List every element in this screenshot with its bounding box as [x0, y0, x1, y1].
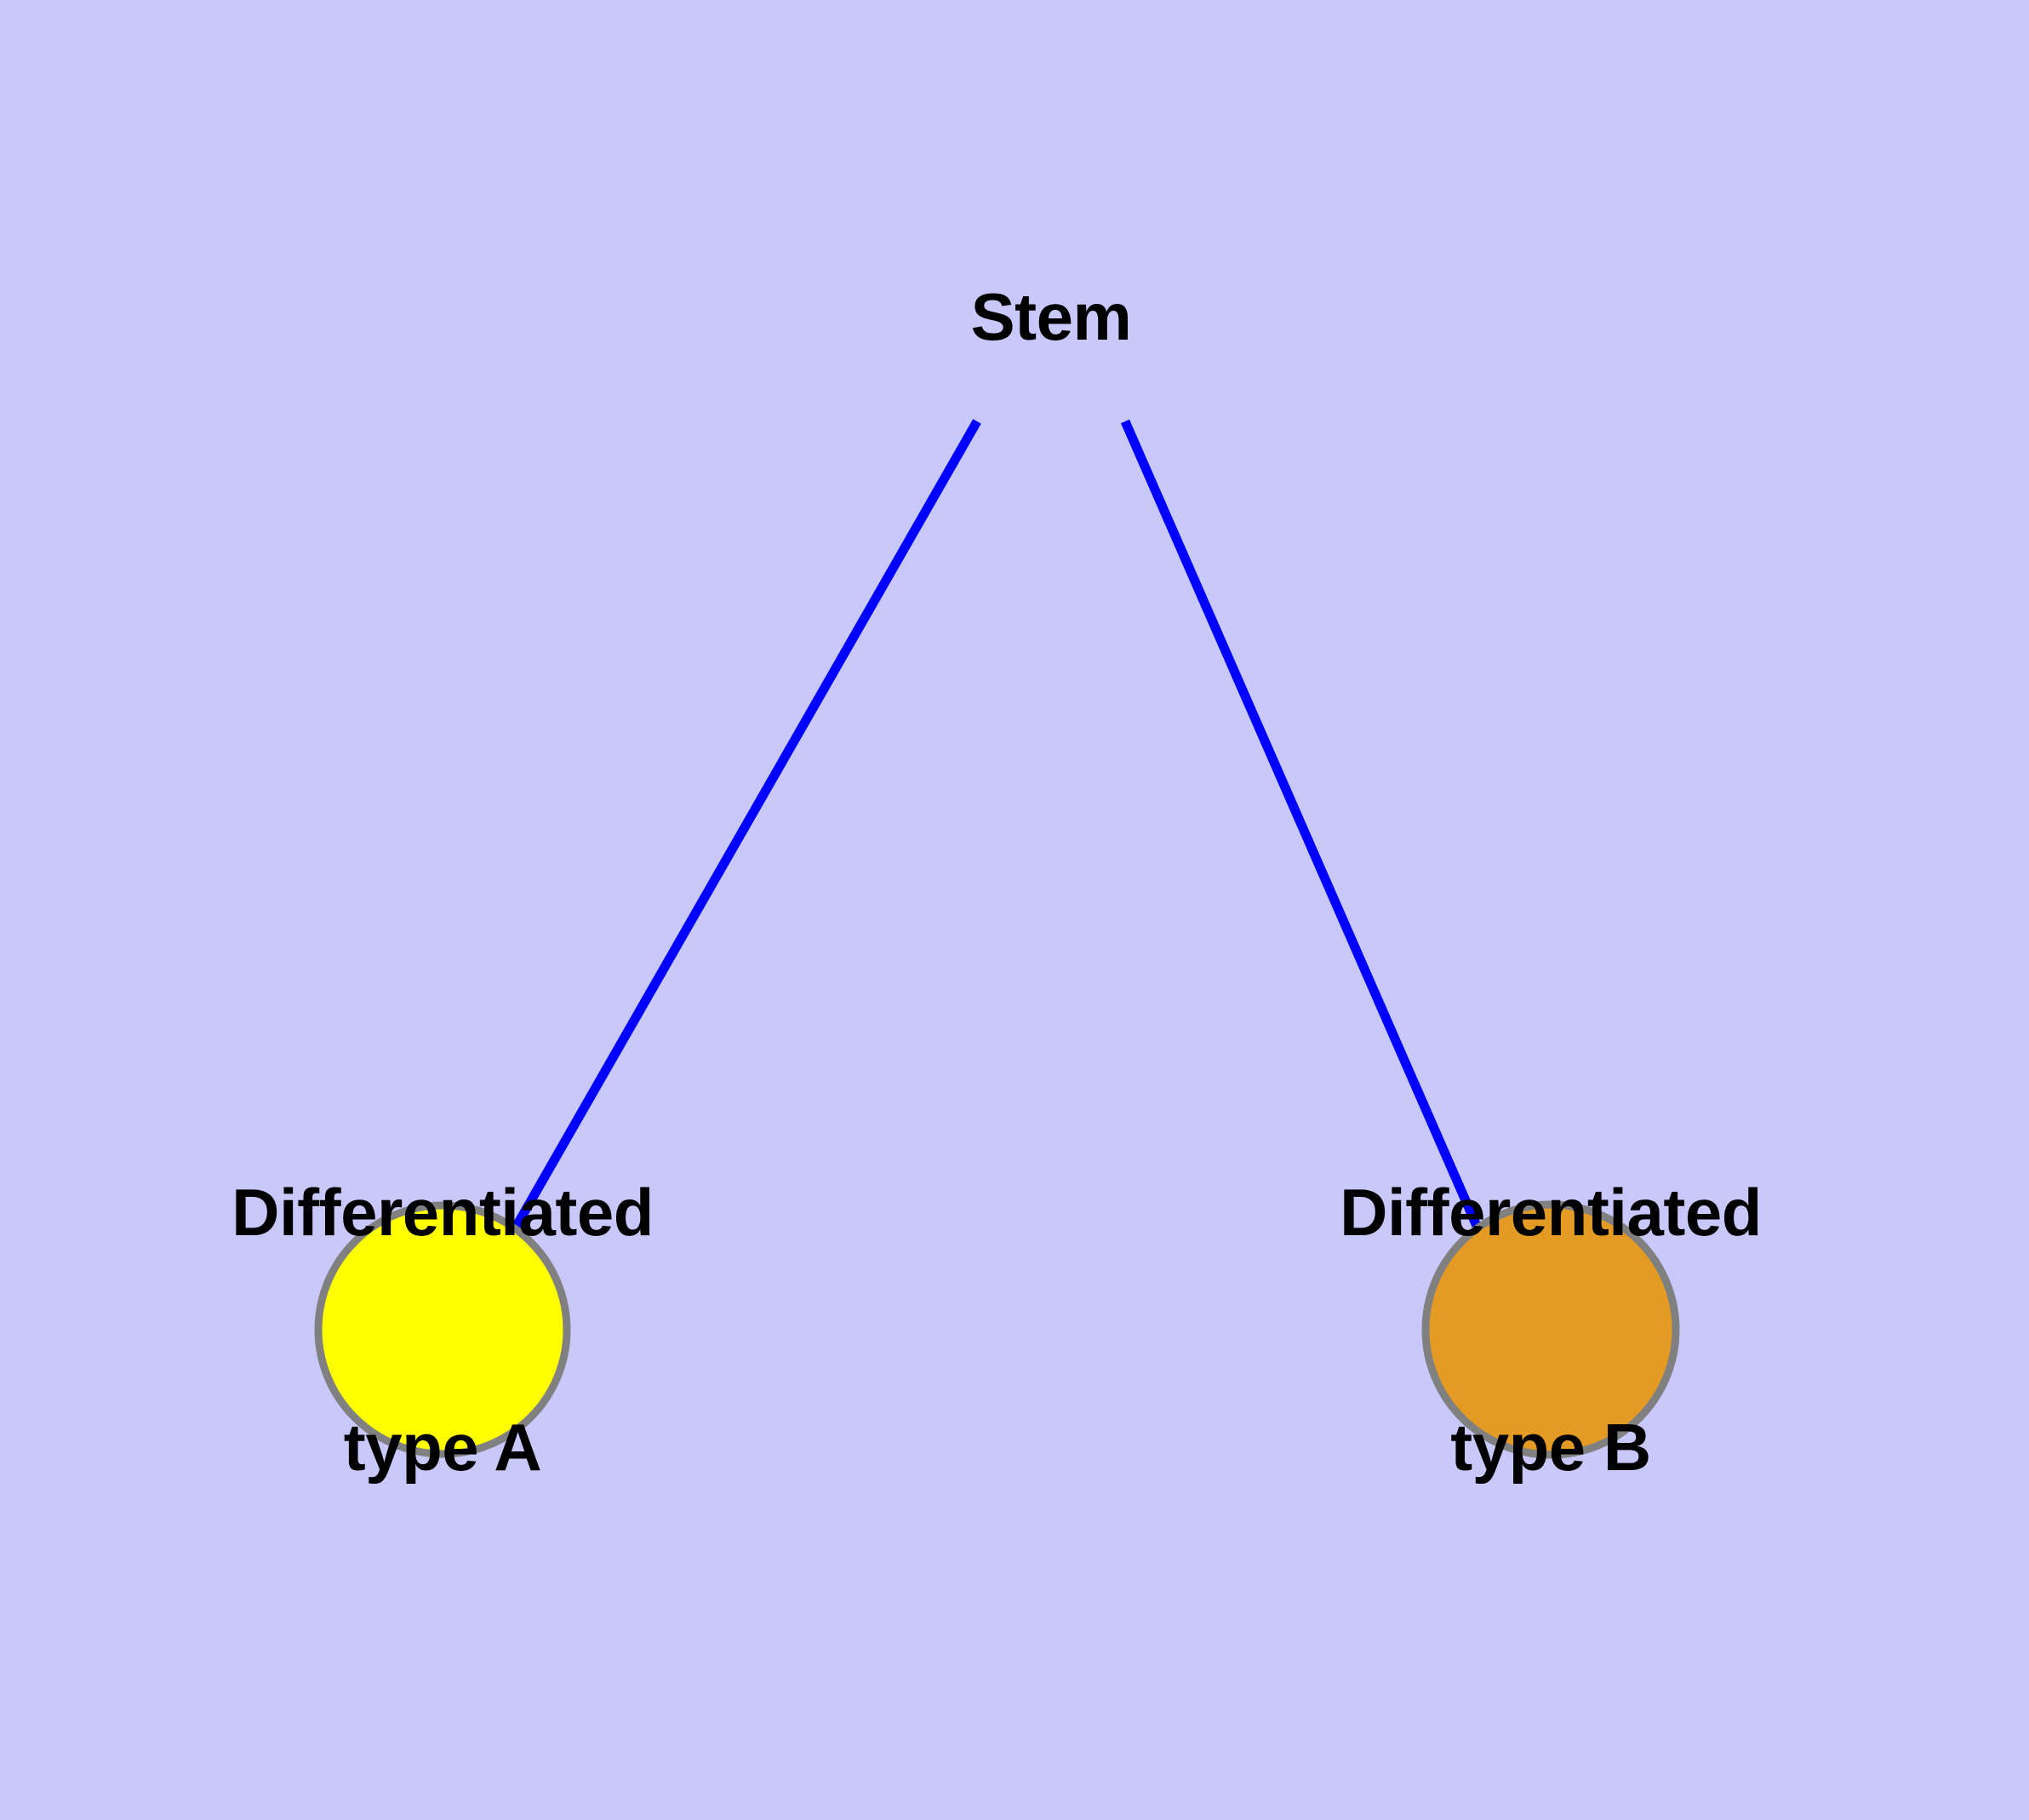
- edge-stem-to-differentiated-type-a: [512, 419, 981, 1228]
- node-layer: [314, 1200, 1680, 1459]
- edge-layer: [512, 419, 1482, 1228]
- node-stem[interactable]: [314, 1201, 571, 1458]
- edge-stem-to-differentiated-type-b: [1120, 419, 1482, 1228]
- node-differentiated-type-b[interactable]: [1421, 1200, 1680, 1459]
